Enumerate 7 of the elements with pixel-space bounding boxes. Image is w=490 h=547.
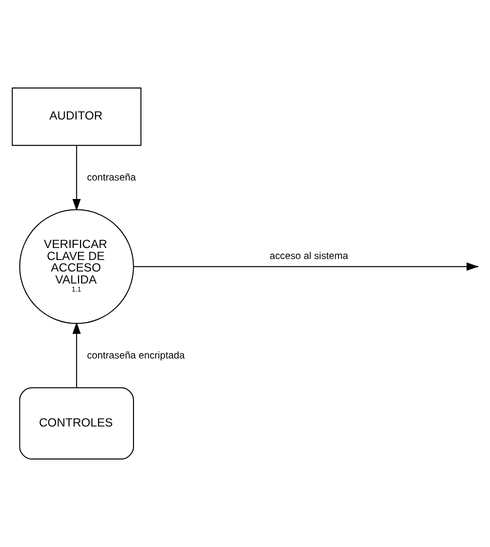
edge-label: contraseña encriptada	[86, 350, 185, 362]
edge-label: acceso al sistema	[270, 251, 348, 262]
node-box: CONTROLES	[19, 387, 134, 460]
node-box: AUDITOR	[12, 87, 142, 146]
arrow	[72, 322, 81, 388]
edge-label: contraseña	[86, 172, 136, 184]
arrow	[72, 144, 81, 211]
